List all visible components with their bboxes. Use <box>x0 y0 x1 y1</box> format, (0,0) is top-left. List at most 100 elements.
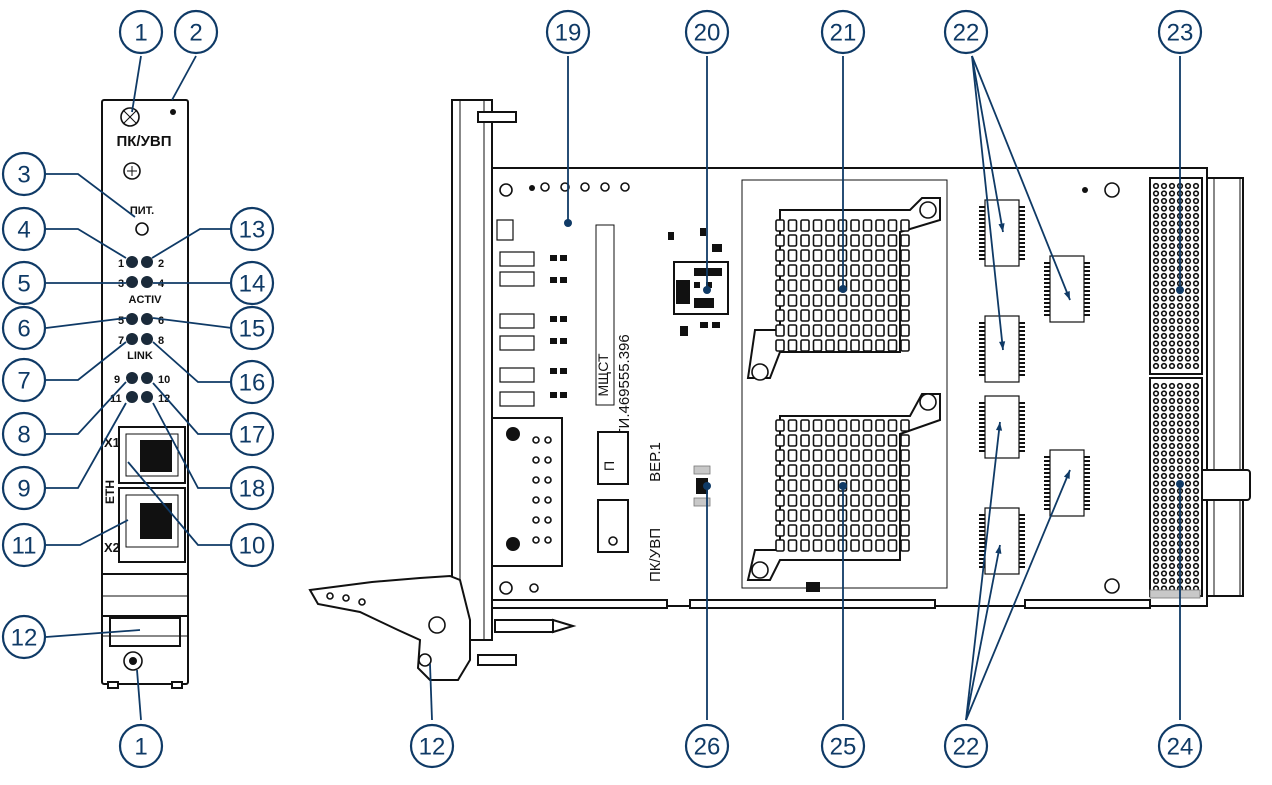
callout-number: 4 <box>17 217 30 244</box>
callout-16: 16 <box>229 359 275 405</box>
callout-number: 21 <box>830 20 857 47</box>
callout-1: 1 <box>118 723 164 769</box>
led-12 <box>141 391 153 403</box>
callout-12: 12 <box>409 723 455 769</box>
led-4 <box>141 276 153 288</box>
led-label-8: 8 <box>158 335 164 347</box>
leader-dot-icon <box>1176 286 1184 294</box>
callout-23: 23 <box>1157 9 1203 55</box>
led-8 <box>141 333 153 345</box>
callout-number: 25 <box>830 734 857 761</box>
leader-dot-icon <box>703 286 711 294</box>
callout-number: 5 <box>17 271 30 298</box>
led-2 <box>141 256 153 268</box>
led-3 <box>126 276 138 288</box>
leader-dot-icon <box>839 482 847 490</box>
led-9 <box>126 372 138 384</box>
callout-number: 22 <box>953 20 980 47</box>
led-label-1: 1 <box>118 258 124 270</box>
arrowhead-icon <box>995 545 1002 554</box>
led-11 <box>126 391 138 403</box>
power-label: ПИТ. <box>130 205 154 217</box>
led-label-11: 11 <box>110 393 122 405</box>
callout-number: 17 <box>239 422 266 449</box>
callout-11: 11 <box>1 522 47 568</box>
callout-number: 3 <box>17 162 30 189</box>
eth-label: ETH <box>103 480 117 504</box>
callout-number: 20 <box>694 20 721 47</box>
callout-number: 10 <box>239 533 266 560</box>
board-designation: ТВГИ.469555.396 <box>616 334 633 456</box>
callout-8: 8 <box>1 411 47 457</box>
arrowhead-icon <box>999 341 1006 350</box>
callout-6: 6 <box>1 305 47 351</box>
led-label-10: 10 <box>158 374 170 386</box>
led-label-9: 9 <box>114 374 120 386</box>
led-label-2: 2 <box>158 258 164 270</box>
callout-7: 7 <box>1 357 47 403</box>
callout-number: 26 <box>694 734 721 761</box>
callout-10: 10 <box>229 522 275 568</box>
link-label: LINK <box>127 350 153 362</box>
callout-number: 8 <box>17 422 30 449</box>
callout-19: 19 <box>545 9 591 55</box>
callout-number: 1 <box>134 734 147 761</box>
panel-hole-icon <box>170 109 176 115</box>
led-7 <box>126 333 138 345</box>
callout-number: 12 <box>419 734 446 761</box>
led-label-5: 5 <box>118 315 124 327</box>
callout-number: 19 <box>555 20 582 47</box>
arrowhead-icon <box>1063 470 1070 479</box>
conn-x2-label: X2 <box>104 540 120 555</box>
callout-number: 11 <box>12 533 37 560</box>
callout-26: 26 <box>684 723 730 769</box>
callout-5: 5 <box>1 260 47 306</box>
led-10 <box>141 372 153 384</box>
memory-chip-3 <box>984 395 1020 459</box>
callout-3: 3 <box>1 151 47 197</box>
callout-4: 4 <box>1 206 47 252</box>
connector-pins <box>532 436 552 544</box>
callout-13: 13 <box>229 206 275 252</box>
led-1 <box>126 256 138 268</box>
leader-dot-icon <box>1176 480 1184 488</box>
callout-number: 13 <box>239 217 266 244</box>
callout-number: 15 <box>239 316 266 343</box>
led-label-7: 7 <box>118 335 124 347</box>
callout-number: 23 <box>1167 20 1194 47</box>
memory-chip-4 <box>984 507 1020 575</box>
callout-9: 9 <box>1 465 47 511</box>
leader-dot-icon <box>703 482 711 490</box>
box-letter: П <box>601 461 617 471</box>
led-label-4: 4 <box>158 278 165 290</box>
led-6 <box>141 313 153 325</box>
callout-number: 22 <box>953 734 980 761</box>
leader-dot-icon <box>839 285 847 293</box>
ejector-lever <box>308 574 471 681</box>
board-name: ПК/УВП <box>647 528 664 582</box>
callout-14: 14 <box>229 260 275 306</box>
arrowhead-icon <box>998 223 1005 232</box>
callout-22: 22 <box>943 723 989 769</box>
callout-24: 24 <box>1157 723 1203 769</box>
activ-label: ACTIV <box>129 294 163 306</box>
led-label-3: 3 <box>118 278 124 290</box>
callout-12: 12 <box>1 614 47 660</box>
panel-title: ПК/УВП <box>116 133 171 150</box>
callout-number: 7 <box>17 368 30 395</box>
conn-x1-label: X1 <box>104 435 120 450</box>
callout-21: 21 <box>820 9 866 55</box>
callout-number: 14 <box>239 271 266 298</box>
callout-number: 24 <box>1167 734 1194 761</box>
callout-18: 18 <box>229 465 275 511</box>
arrowhead-icon <box>995 422 1003 431</box>
callout-20: 20 <box>684 9 730 55</box>
memory-chip-5 <box>1049 255 1085 323</box>
callout-number: 1 <box>134 20 147 47</box>
front-panel: ПК/УВП ПИТ. 1 2 3 4 ACTIV 5 6 7 8 LINK 9… <box>101 99 189 689</box>
board-mshch: МЩСТ <box>595 353 611 396</box>
pcb-board: ТВГИ.469555.396 МЩСТ ПК/УВП ВЕР.1 П <box>308 99 1251 681</box>
callout-17: 17 <box>229 411 275 457</box>
